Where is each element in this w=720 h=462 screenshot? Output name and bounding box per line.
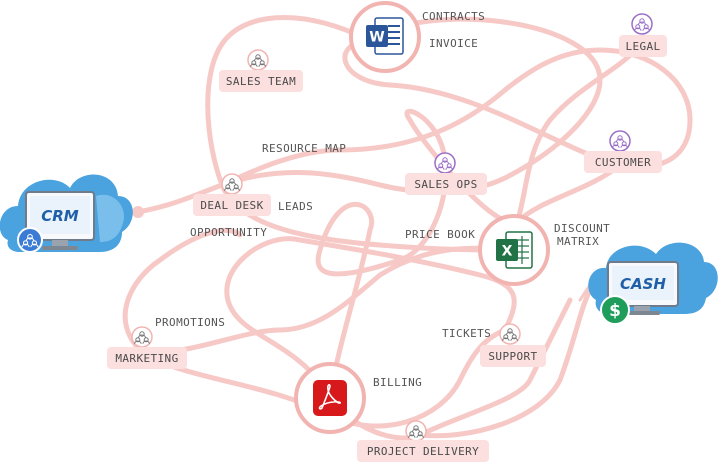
team-node <box>499 323 521 345</box>
dollar-glyph: $ <box>609 301 621 321</box>
cloud-highlight <box>96 194 124 242</box>
tickets-label: TICKETS <box>442 327 491 340</box>
team-node <box>247 49 269 71</box>
flow-path <box>327 297 573 441</box>
excel-doc-node[interactable]: X <box>478 214 550 286</box>
support-tag[interactable]: SUPPORT <box>480 323 546 367</box>
discount-label: DISCOUNT <box>554 222 610 235</box>
tag-background <box>357 440 489 462</box>
team-node <box>405 420 427 442</box>
monitor-stand <box>634 306 650 312</box>
tag-label: DEAL DESK <box>200 199 263 212</box>
word-icon <box>366 25 388 47</box>
tag-background <box>405 173 487 195</box>
tag-label: SALES OPS <box>414 178 477 191</box>
monitor-base <box>42 246 78 250</box>
team-node <box>221 173 243 195</box>
tag-background <box>219 70 303 92</box>
tag-background <box>619 35 667 57</box>
billing-label: BILLING <box>373 376 422 389</box>
resource-map-label: RESOURCE MAP <box>262 142 346 155</box>
flow-path <box>122 227 508 429</box>
flow-path <box>224 236 517 398</box>
legal-tag[interactable]: LEGAL <box>619 13 667 57</box>
tag-label: SUPPORT <box>488 350 537 363</box>
opportunity-label: OPPORTUNITY <box>190 226 267 239</box>
tag-label: LEGAL <box>625 40 660 53</box>
team-node <box>609 130 631 152</box>
tag-background <box>584 151 662 173</box>
sales-ops-tag[interactable]: SALES OPS <box>405 152 487 195</box>
contracts-label: CONTRACTS <box>422 10 485 23</box>
monitor-screen <box>612 266 674 300</box>
pdf-icon <box>313 380 347 416</box>
acrobat-glyph <box>318 384 341 410</box>
marketing-tag[interactable]: MARKETING <box>107 326 187 369</box>
flow-path <box>137 245 508 355</box>
tag-background <box>193 194 271 216</box>
deal-desk-tag[interactable]: DEAL DESK <box>193 173 271 216</box>
team-tags: SALES TEAM DEAL DESK SALES OPS LEGAL CUS… <box>107 13 667 462</box>
users-icon <box>17 227 43 253</box>
tag-label: CUSTOMER <box>595 156 651 169</box>
tag-label: MARKETING <box>115 352 178 365</box>
flow-path <box>417 287 593 439</box>
pdf-doc-node[interactable] <box>294 362 366 434</box>
flow-path <box>502 42 643 253</box>
customer-tag[interactable]: CUSTOMER <box>584 130 662 173</box>
flow-start-dot <box>132 206 144 218</box>
invoice-label: INVOICE <box>429 37 478 50</box>
word-glyph: W <box>369 30 384 46</box>
team-node <box>631 13 653 35</box>
crm-system[interactable]: CRM <box>0 174 133 253</box>
price-book-label: PRICE BOOK <box>405 228 475 241</box>
dollar-icon <box>600 295 630 325</box>
flow-path <box>219 37 693 188</box>
monitor-base <box>624 311 660 315</box>
team-node <box>434 152 456 174</box>
monitor-stand <box>52 240 68 247</box>
tag-label: SALES TEAM <box>226 75 296 88</box>
monitor-screen <box>30 196 90 234</box>
flow-labels: CONTRACTS INVOICE RESOURCE MAP LEADS OPP… <box>155 10 610 389</box>
tag-background <box>480 345 546 367</box>
tag-background <box>107 347 187 369</box>
leads-label: LEADS <box>278 200 313 213</box>
promotions-label: PROMOTIONS <box>155 316 225 329</box>
crm-label: CRM <box>41 207 79 225</box>
cash-system[interactable]: CASH $ <box>588 242 718 325</box>
excel-icon <box>496 239 518 261</box>
team-node <box>131 326 153 348</box>
word-doc-node[interactable]: W <box>349 1 421 73</box>
sales-team-tag[interactable]: SALES TEAM <box>219 49 303 92</box>
tag-label: PROJECT DELIVERY <box>367 445 479 458</box>
cash-label: CASH <box>620 275 666 293</box>
excel-glyph: X <box>502 244 513 260</box>
project-delivery-tag[interactable]: PROJECT DELIVERY <box>357 420 489 462</box>
matrix-label: MATRIX <box>557 235 599 248</box>
